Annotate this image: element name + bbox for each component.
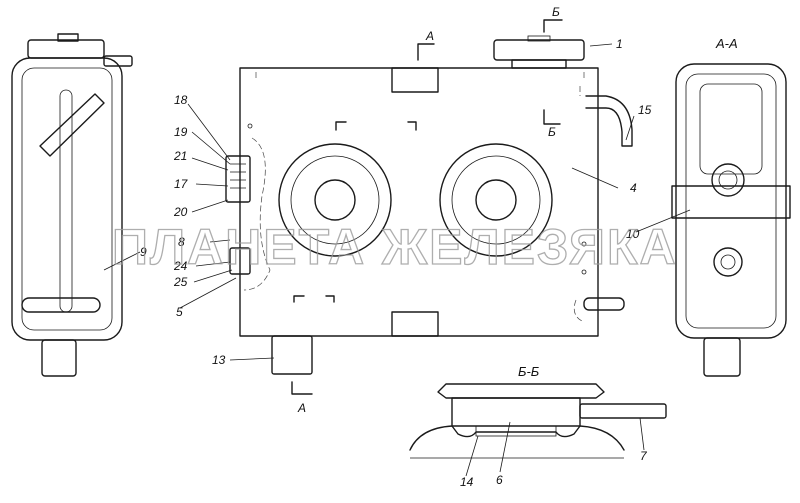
right-circle-outer <box>439 143 553 257</box>
sensor-block-upper <box>225 155 251 203</box>
watermark-text: ПЛАНЕТА ЖЕЛЕЗЯКА <box>112 219 678 275</box>
lower-right-pipe <box>583 297 625 311</box>
left-bottom-pipe <box>21 297 101 313</box>
aa-tank-body <box>675 63 787 339</box>
mark-b-mid: Б <box>548 125 556 139</box>
section-aa-title: А-А <box>715 36 738 51</box>
bb-cap <box>437 383 605 399</box>
aa-sensor-flange <box>711 163 745 197</box>
mark-a-top: А <box>425 29 434 43</box>
bottom-outlet-13 <box>271 335 313 375</box>
right-circle-hole <box>475 179 517 221</box>
aa-clamp-band <box>671 185 791 219</box>
bb-tank-wall <box>409 425 625 451</box>
callout-17: 17 <box>174 177 189 191</box>
aa-outlet-neck <box>703 337 741 377</box>
left-tank-inner <box>21 67 113 331</box>
left-side-view <box>11 33 133 377</box>
leader-lines <box>103 43 691 477</box>
left-overflow-pipe <box>103 55 133 67</box>
upper-right-pipe <box>585 95 633 147</box>
callout-20: 20 <box>173 205 188 219</box>
callout-9: 9 <box>140 245 147 259</box>
filler-cap <box>493 39 585 61</box>
left-outlet-neck <box>41 339 77 377</box>
callout-18: 18 <box>174 93 188 107</box>
section-bb-title: Б-Б <box>518 364 540 379</box>
left-circle-mid <box>290 155 380 245</box>
bb-neck <box>451 397 581 427</box>
callout-numbers: 1 4 5 6 7 8 9 10 13 14 15 17 18 19 20 21… <box>140 37 652 489</box>
left-inner-tube <box>59 89 73 313</box>
callout-1: 1 <box>616 37 623 51</box>
section-markers: А Б Б А <box>291 5 563 415</box>
sensor-block-lower <box>229 247 251 275</box>
bottom-bracket <box>391 311 439 337</box>
right-circle-mid <box>451 155 541 245</box>
callout-14: 14 <box>460 475 474 489</box>
left-diagonal-pipe <box>39 93 105 157</box>
callout-10: 10 <box>626 227 640 241</box>
callout-6: 6 <box>496 473 503 487</box>
callout-19: 19 <box>174 125 188 139</box>
left-circle-hole <box>314 179 356 221</box>
callout-13: 13 <box>212 353 226 367</box>
left-cap-top <box>57 33 79 42</box>
mark-a-bottom: А <box>297 401 306 415</box>
section-aa-view: А-А <box>671 36 791 377</box>
callout-21: 21 <box>173 149 187 163</box>
aa-drain-port <box>713 247 743 277</box>
mark-b-top: Б <box>552 5 560 19</box>
callout-4: 4 <box>630 181 637 195</box>
callout-24: 24 <box>173 259 188 273</box>
callout-5: 5 <box>176 305 183 319</box>
left-filler-cap <box>27 39 105 59</box>
left-circle-outer <box>278 143 392 257</box>
callout-15: 15 <box>638 103 652 117</box>
callout-7: 7 <box>640 449 648 463</box>
filler-neck <box>511 59 567 69</box>
callout-25: 25 <box>173 275 188 289</box>
center-front-view <box>225 35 633 375</box>
callout-8: 8 <box>178 235 185 249</box>
top-bracket <box>391 67 439 93</box>
section-bb-view: Б-Б <box>409 364 667 459</box>
bb-overflow-pipe-7 <box>579 403 667 419</box>
